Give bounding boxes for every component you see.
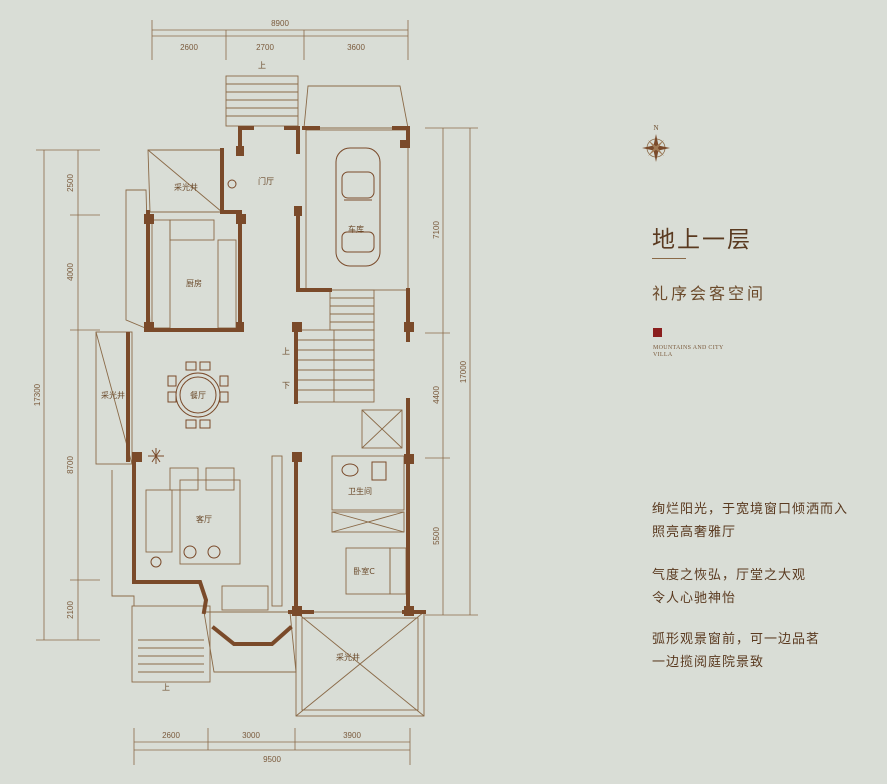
title-divider [652, 258, 686, 259]
brand-line-1: MOUNTAINS AND CITY [653, 345, 724, 351]
dim-bottom-seg-3: 3900 [343, 731, 361, 740]
paragraph-2: 气度之恢弘，厅堂之大观 令人心驰神怡 [652, 564, 806, 610]
dim-right-seg-1: 7100 [432, 221, 441, 239]
dim-bottom-seg-1: 2600 [162, 731, 180, 740]
paragraph-1-line-2: 照亮高奢雅厅 [652, 525, 737, 540]
stair-label-down: 下 [282, 381, 290, 390]
room-label-dining: 餐厅 [190, 391, 206, 400]
room-label-foyer: 门厅 [258, 176, 274, 186]
page-title: 地上一层 [652, 227, 752, 253]
page-subtitle: 礼序会客空间 [652, 284, 767, 303]
dim-top-seg-3: 3600 [347, 43, 365, 52]
room-label-garage: 车库 [348, 224, 364, 234]
compass-north-letter: N [653, 124, 658, 132]
brand-line-2: VILLA [653, 352, 673, 358]
dim-left-seg-3: 8700 [66, 456, 75, 474]
dim-right-seg-3: 5500 [432, 527, 441, 545]
room-label-kitchen: 厨房 [186, 278, 202, 288]
bath-fixtures [227, 179, 387, 481]
stair-label-up-top: 上 [258, 61, 266, 70]
outline-lines [95, 75, 425, 717]
living-poufs [150, 545, 221, 568]
paragraph-1-line-1: 绚烂阳光，于宽境窗口倾洒而入 [652, 502, 849, 517]
dim-left-total: 17300 [33, 383, 42, 406]
room-label-skylight-s: 采光井 [336, 652, 360, 662]
paragraph-2-line-2: 令人心驰神怡 [652, 591, 737, 606]
brand-logo-icon [653, 328, 662, 337]
dim-bottom-total: 9500 [263, 755, 281, 764]
room-label-bathroom: 卫生间 [348, 486, 372, 496]
dim-left-seg-1: 2500 [66, 174, 75, 192]
paragraph-3-line-2: 一边揽阅庭院景致 [652, 655, 765, 670]
paragraph-2-line-1: 气度之恢弘，厅堂之大观 [652, 568, 807, 583]
room-label-skylight-nw: 采光井 [174, 182, 198, 192]
dim-left-seg-2: 4000 [66, 263, 75, 281]
bottom-dimensions [133, 728, 411, 765]
stair-label-up: 上 [282, 347, 290, 356]
dim-top-total: 8900 [271, 19, 289, 28]
car-icon [335, 147, 381, 267]
paragraph-3-line-1: 弧形观景窗前，可一边品茗 [652, 632, 821, 647]
room-label-bedroom-c: 卧室C [353, 566, 375, 576]
dim-top-seg-2: 2700 [256, 43, 274, 52]
left-dimensions [36, 149, 100, 641]
dim-bottom-seg-2: 3000 [242, 731, 260, 740]
dining-table [167, 361, 229, 429]
dim-right-seg-2: 4400 [432, 386, 441, 404]
room-label-skylight-w: 采光井 [101, 390, 125, 400]
right-dimensions [425, 127, 478, 616]
wall-columns [132, 140, 414, 616]
plant-icon [148, 448, 164, 464]
top-dimensions [151, 20, 409, 60]
compass-icon [642, 134, 670, 162]
dim-top-seg-1: 2600 [180, 43, 198, 52]
dim-right-total: 17000 [459, 360, 468, 383]
stair-label-up-bottom: 上 [162, 683, 170, 692]
paragraph-1: 绚烂阳光，于宽境窗口倾洒而入 照亮高奢雅厅 [652, 498, 848, 544]
room-label-living: 客厅 [196, 514, 212, 524]
dim-left-seg-4: 2100 [66, 601, 75, 619]
brand-text: MOUNTAINS AND CITY VILLA [653, 345, 724, 359]
paragraph-3: 弧形观景窗前，可一边品茗 一边揽阅庭院景致 [652, 628, 820, 674]
